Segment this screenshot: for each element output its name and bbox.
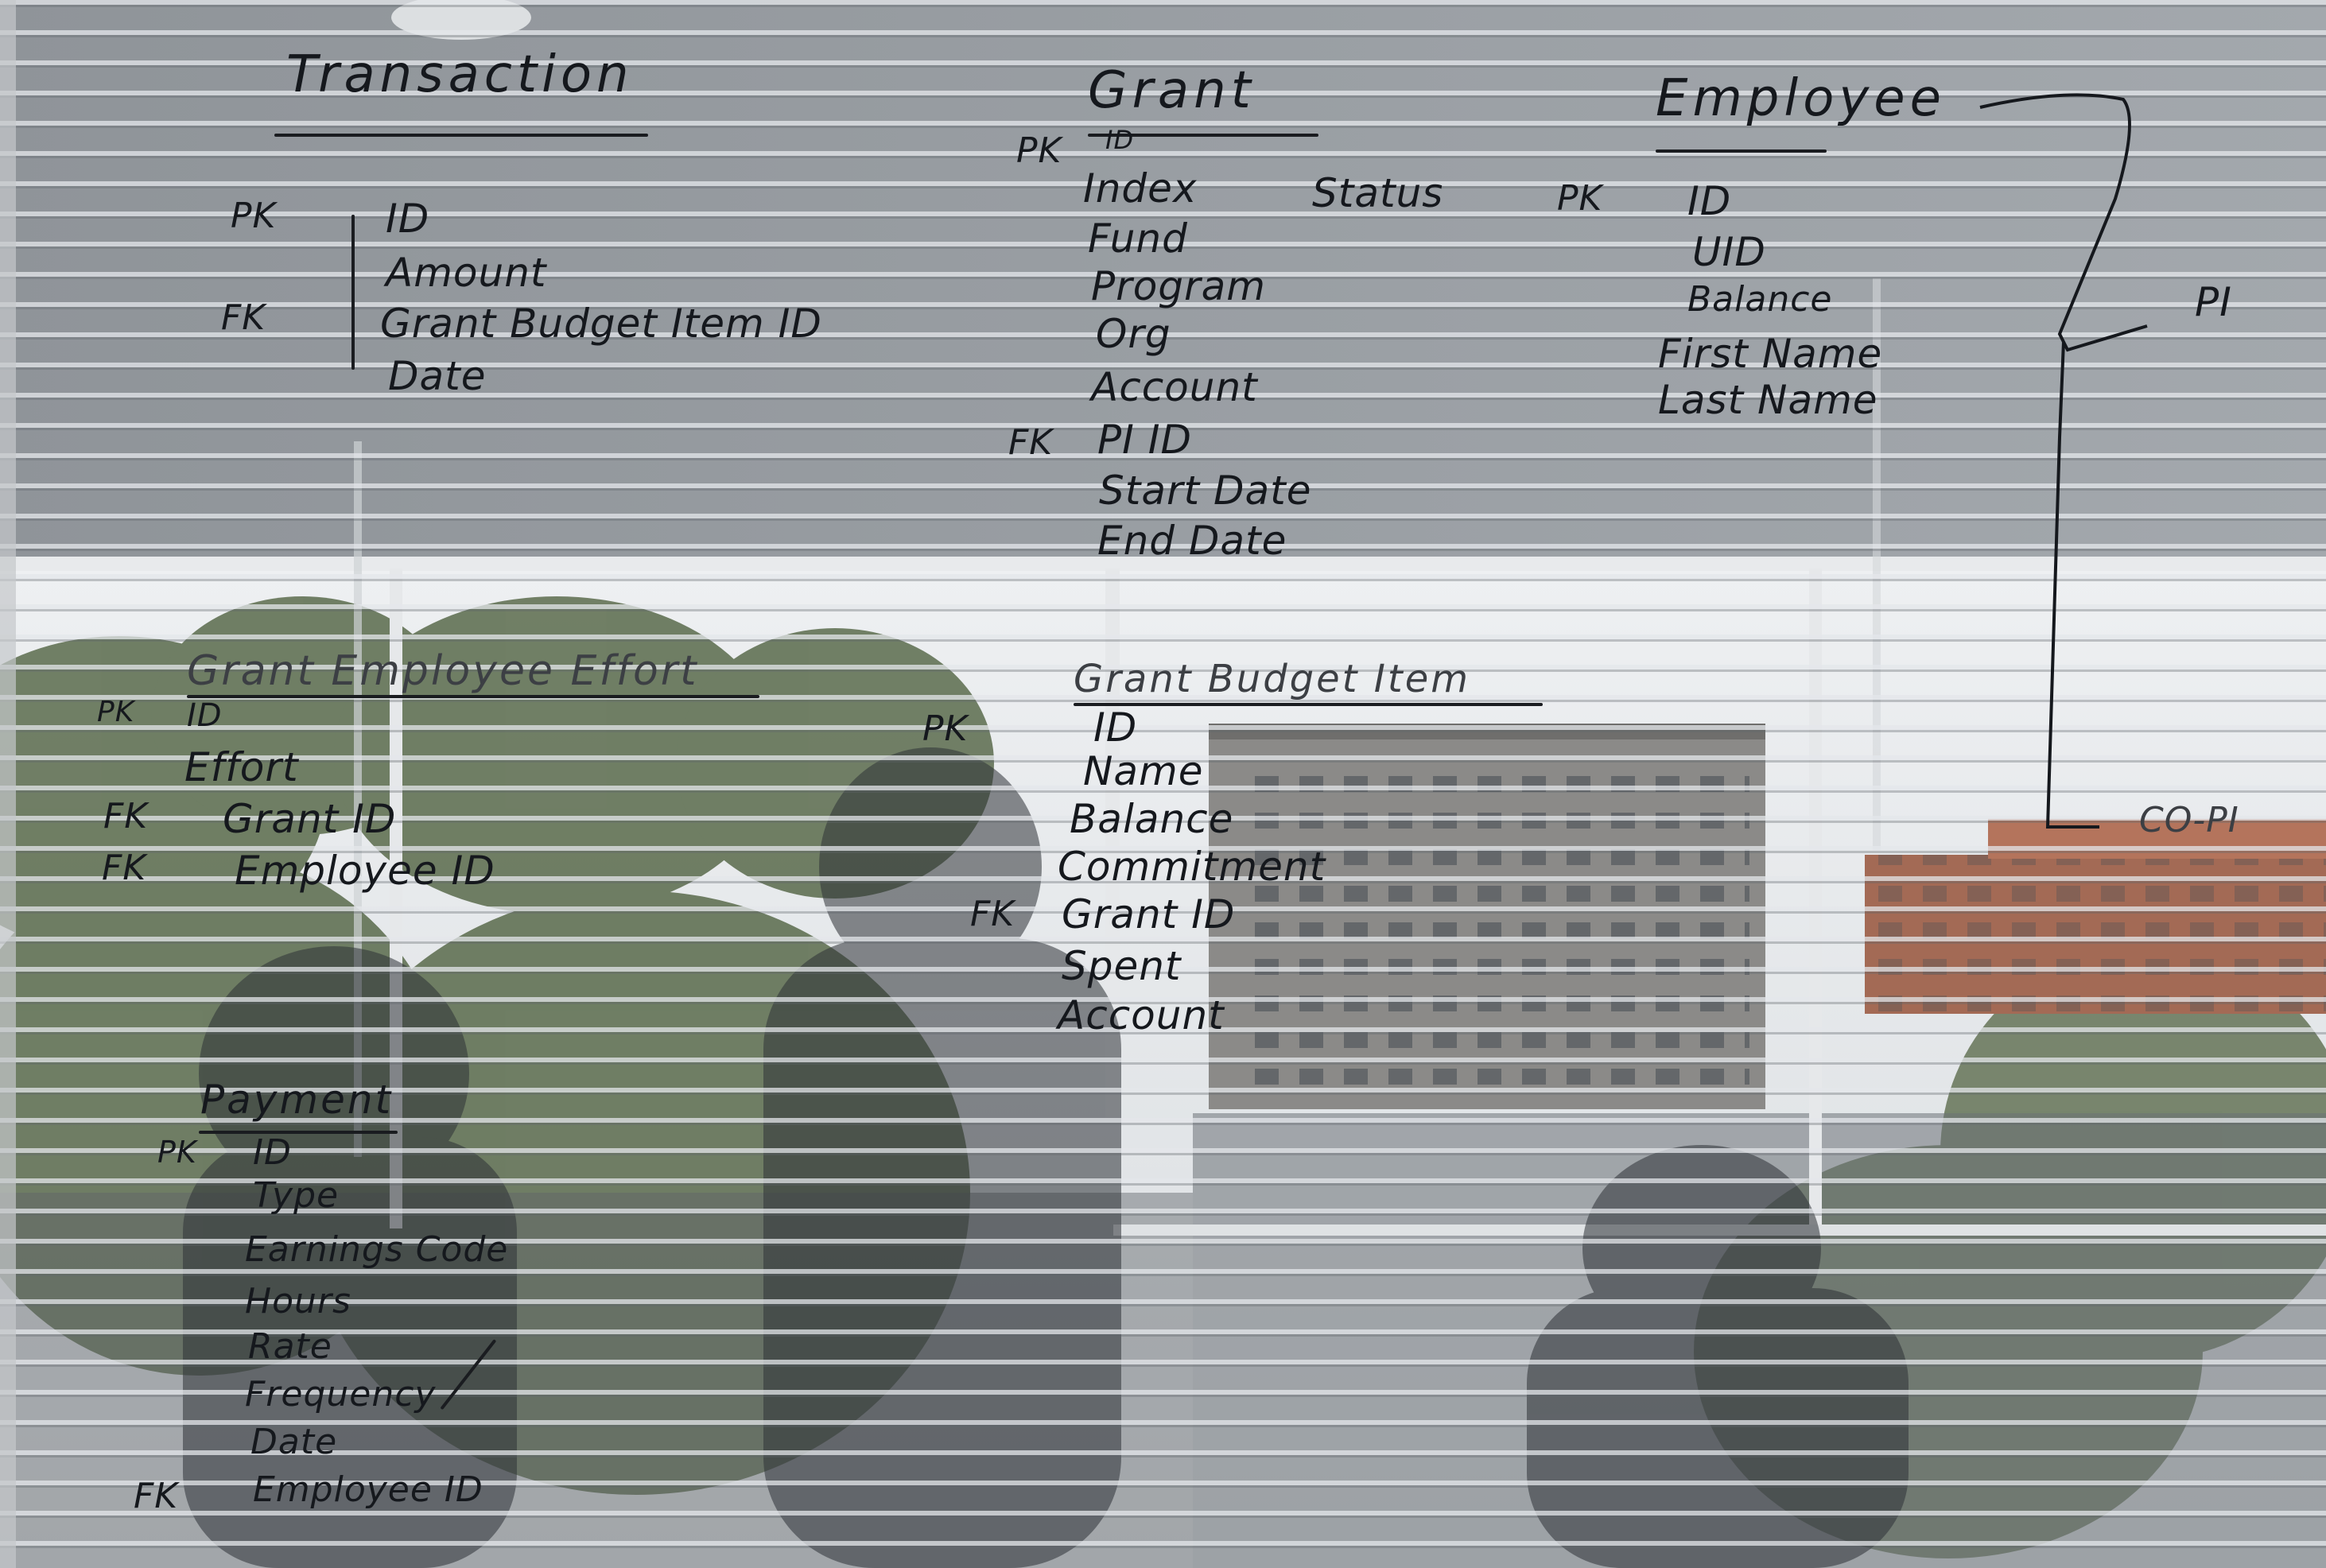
gee-field: Employee ID bbox=[235, 848, 495, 894]
gee-pk-label: PK bbox=[97, 696, 135, 728]
employee-pi-relation: PI bbox=[2195, 279, 2232, 325]
transaction-pk-label: PK bbox=[231, 196, 277, 236]
gbi-pk-label: PK bbox=[922, 708, 969, 749]
employee-field: First Name bbox=[1658, 331, 1883, 377]
grant-fk-label: FK bbox=[1008, 422, 1054, 463]
employee-copi-relation: CO-PI bbox=[2139, 800, 2239, 840]
grant-field: Fund bbox=[1088, 215, 1188, 262]
employee-field: Balance bbox=[1687, 279, 1833, 320]
gbi-field: Account bbox=[1058, 992, 1225, 1038]
transaction-field: ID bbox=[386, 196, 430, 242]
grant-field: Start Date bbox=[1099, 468, 1312, 514]
payment-field: Rate bbox=[248, 1326, 332, 1367]
payment-field: Date bbox=[250, 1422, 338, 1462]
gbi-field: Grant ID bbox=[1062, 891, 1236, 937]
gbi-field: ID bbox=[1093, 704, 1138, 751]
transaction-field: Amount bbox=[386, 250, 547, 296]
transaction-field: Date bbox=[388, 353, 487, 399]
payment-field: Earnings Code bbox=[245, 1229, 509, 1270]
gee-field: ID bbox=[187, 697, 223, 734]
payment-field: Hours bbox=[245, 1281, 351, 1322]
transaction-title-underline bbox=[274, 134, 648, 137]
grant-field: Org bbox=[1096, 311, 1171, 357]
employee-title-underline bbox=[1656, 149, 1827, 153]
grant-field: Account bbox=[1091, 364, 1258, 410]
payment-title-underline bbox=[199, 1131, 398, 1134]
employee-pk-label: PK bbox=[1557, 178, 1603, 219]
gee-field: Effort bbox=[184, 744, 299, 790]
transaction-key-divider bbox=[351, 215, 355, 370]
employee-field: Last Name bbox=[1658, 377, 1878, 423]
payment-fk-label: FK bbox=[134, 1476, 179, 1516]
grant-field: PI ID bbox=[1097, 417, 1193, 463]
gbi-field: Spent bbox=[1062, 943, 1182, 989]
transaction-field: Grant Budget Item ID bbox=[380, 301, 822, 347]
gbi-field: Name bbox=[1083, 748, 1204, 794]
grant-field: ID bbox=[1105, 125, 1135, 155]
payment-field: Frequency bbox=[245, 1374, 437, 1415]
employee-field: ID bbox=[1687, 178, 1732, 224]
gbi-field: Commitment bbox=[1058, 844, 1326, 890]
payment-title: Payment bbox=[200, 1077, 394, 1123]
grant-budget-item-underline bbox=[1074, 703, 1543, 706]
grant-employee-effort-underline bbox=[187, 695, 759, 698]
payment-field: Type bbox=[253, 1175, 340, 1216]
grant-field: Program bbox=[1091, 263, 1266, 309]
grant-pk-label: PK bbox=[1016, 130, 1062, 171]
gbi-fk-label: FK bbox=[970, 894, 1015, 934]
payment-pk-label: PK bbox=[157, 1135, 197, 1170]
grant-title: Grant bbox=[1088, 61, 1256, 120]
grant-status: Status bbox=[1312, 170, 1444, 216]
grant-budget-item-title: Grant Budget Item bbox=[1074, 657, 1471, 701]
grant-employee-effort-title: Grant Employee Effort bbox=[187, 647, 699, 695]
gee-fk-label: FK bbox=[103, 796, 149, 836]
transaction-title: Transaction bbox=[286, 45, 634, 104]
grant-title-underline bbox=[1088, 134, 1318, 137]
payment-field: Employee ID bbox=[253, 1469, 483, 1510]
gee-field: Grant ID bbox=[223, 796, 397, 842]
gee-fk-label: FK bbox=[102, 848, 147, 888]
transaction-fk-label: FK bbox=[221, 297, 266, 338]
payment-field: ID bbox=[253, 1132, 292, 1173]
gbi-field: Balance bbox=[1070, 796, 1234, 842]
employee-title: Employee bbox=[1656, 69, 1946, 128]
grant-field: End Date bbox=[1097, 518, 1287, 564]
grant-field: Index bbox=[1083, 165, 1198, 212]
employee-field: UID bbox=[1692, 229, 1766, 275]
